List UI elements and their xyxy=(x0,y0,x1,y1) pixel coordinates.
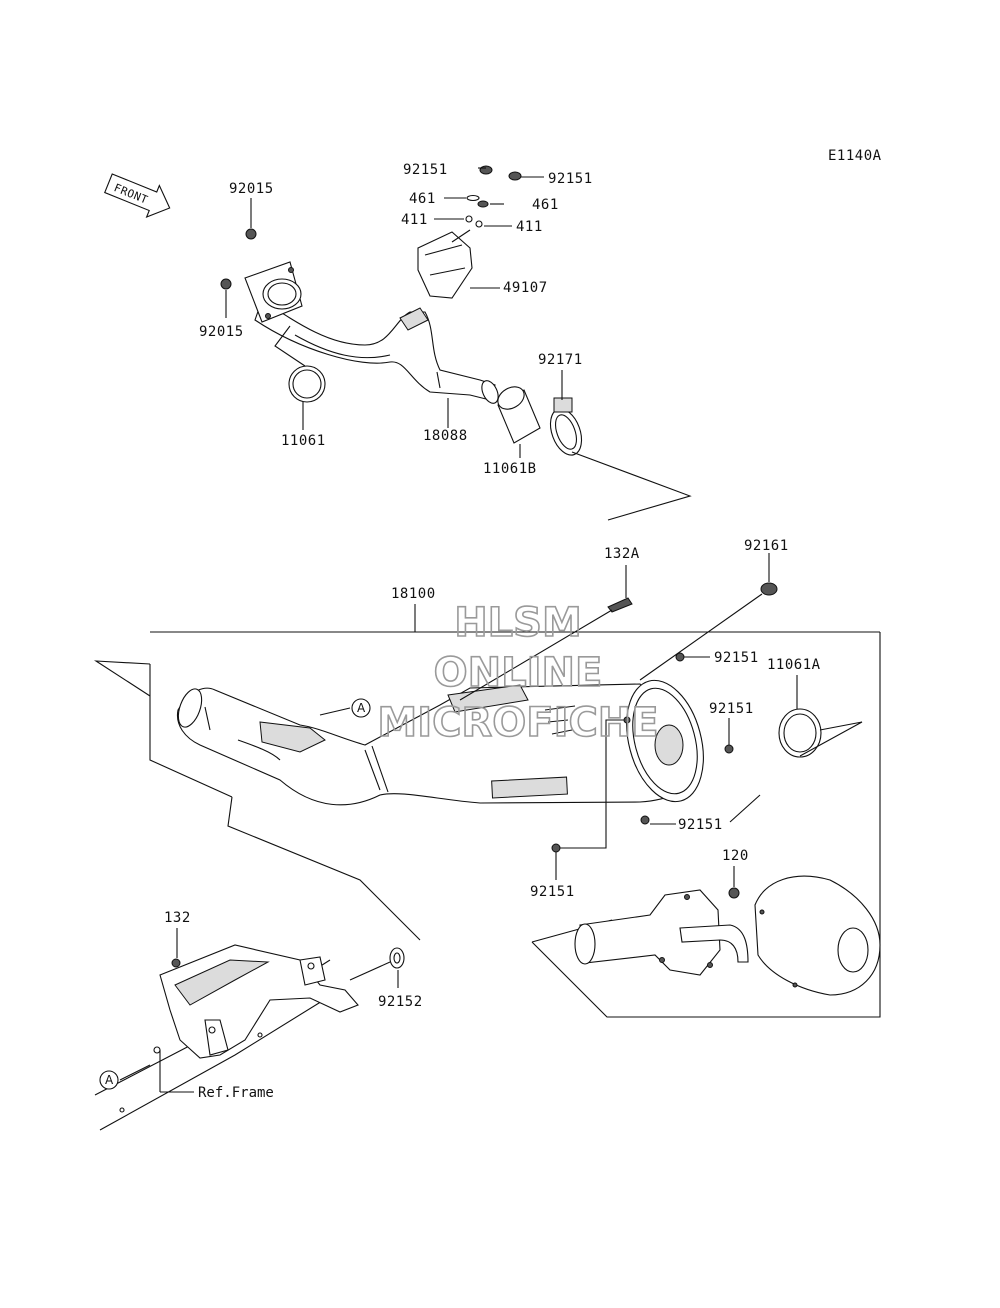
diagram-code: E1140A xyxy=(828,148,882,164)
clamp-92171 xyxy=(549,397,583,456)
part-label-92151-d: 92151 xyxy=(709,701,754,717)
ref-frame-label: Ref.Frame xyxy=(198,1085,274,1101)
frame-bracket xyxy=(94,944,359,1131)
part-label-120: 120 xyxy=(722,848,749,864)
part-label-49107: 49107 xyxy=(503,280,548,296)
part-label-411-a: 411 xyxy=(401,212,428,228)
part-label-92161: 92161 xyxy=(744,538,789,554)
svg-text:MICROFICHE: MICROFICHE xyxy=(377,700,658,746)
part-label-92151-a: 92151 xyxy=(403,162,448,178)
leader-lines-frame xyxy=(119,928,399,1093)
small-bolts-top xyxy=(220,165,522,290)
svg-text:A: A xyxy=(357,701,366,715)
gasket-11061B xyxy=(497,386,541,444)
part-label-92171: 92171 xyxy=(538,352,583,368)
part-label-92151-f: 92151 xyxy=(530,884,575,900)
svg-text:HLSM: HLSM xyxy=(454,600,582,646)
part-label-92151-b: 92151 xyxy=(548,171,593,187)
muffler-18100 xyxy=(176,679,704,806)
part-label-92151-c: 92151 xyxy=(714,650,759,666)
gasket-11061A xyxy=(778,708,822,758)
watermark: HLSM ONLINE MICROFICHE xyxy=(377,599,660,747)
heat-guard-49107 xyxy=(399,231,473,331)
header-pipe-18088 xyxy=(254,299,499,404)
part-label-18088: 18088 xyxy=(423,428,468,444)
part-label-132A: 132A xyxy=(604,546,640,562)
front-arrow-icon: FRONT xyxy=(104,173,171,218)
marker-a-upper: A xyxy=(351,698,371,718)
part-label-18100: 18100 xyxy=(391,586,436,602)
inner-silencer xyxy=(574,889,749,976)
part-label-92015-top: 92015 xyxy=(229,181,274,197)
part-label-461-a: 461 xyxy=(409,191,436,207)
end-cap xyxy=(754,875,881,996)
svg-text:ONLINE: ONLINE xyxy=(434,650,603,696)
part-label-11061A: 11061A xyxy=(767,657,821,673)
part-label-132: 132 xyxy=(164,910,191,926)
exhaust-flange xyxy=(244,261,303,323)
part-label-411-b: 411 xyxy=(516,219,543,235)
gasket-11061 xyxy=(288,365,326,403)
leader-lines-muffler xyxy=(319,553,863,887)
part-label-92152: 92152 xyxy=(378,994,423,1010)
marker-a-lower: A xyxy=(99,1070,119,1090)
part-label-92015-bot: 92015 xyxy=(199,324,244,340)
spacer-92152 xyxy=(389,947,405,969)
part-label-11061: 11061 xyxy=(281,433,326,449)
svg-text:A: A xyxy=(105,1073,114,1087)
part-label-92151-e: 92151 xyxy=(678,817,723,833)
part-label-11061B: 11061B xyxy=(483,461,537,477)
leader-lines-top xyxy=(225,167,692,521)
part-label-461-b: 461 xyxy=(532,197,559,213)
muffler-bolts xyxy=(551,582,778,899)
